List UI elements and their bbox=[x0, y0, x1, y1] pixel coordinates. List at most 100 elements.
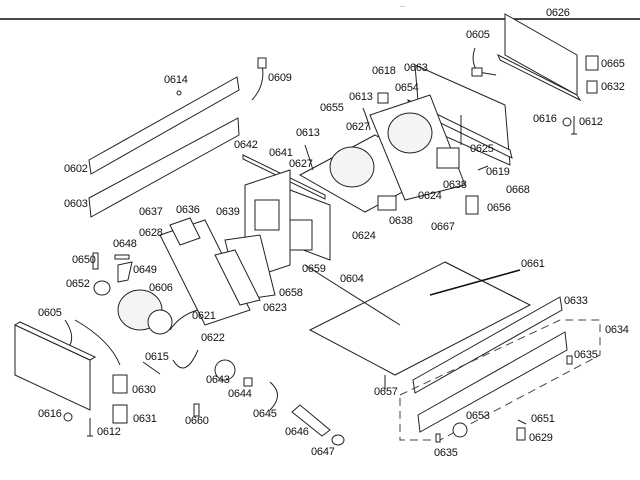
part-label-0643: 0643 bbox=[206, 374, 230, 386]
part-label-0606: 0606 bbox=[149, 282, 173, 294]
part-0648 bbox=[114, 254, 130, 260]
part-label-0612: 0612 bbox=[97, 426, 121, 438]
part-label-0630: 0630 bbox=[132, 384, 156, 396]
part-0615 bbox=[142, 361, 161, 375]
part-label-0616: 0616 bbox=[38, 408, 62, 420]
part-label-0661: 0661 bbox=[521, 258, 545, 270]
part-label-0622: 0622 bbox=[201, 332, 225, 344]
relay-0659 bbox=[289, 219, 313, 251]
part-label-0616: 0616 bbox=[533, 113, 557, 125]
part-label-0604: 0604 bbox=[340, 273, 364, 285]
header-caption: ... bbox=[400, 3, 406, 9]
part-label-0665: 0665 bbox=[601, 58, 625, 70]
part-0646 bbox=[291, 404, 331, 437]
part-label-0652: 0652 bbox=[66, 278, 90, 290]
rear-panel-right bbox=[471, 13, 582, 102]
part-label-0638: 0638 bbox=[389, 215, 413, 227]
tray-0604 bbox=[304, 261, 532, 376]
part-label-0625: 0625 bbox=[470, 143, 494, 155]
tube-0613a bbox=[362, 107, 371, 131]
tube-0613b bbox=[304, 144, 314, 171]
part-label-0650: 0650 bbox=[72, 254, 96, 266]
part-0660 bbox=[193, 403, 200, 417]
part-label-0624: 0624 bbox=[418, 190, 442, 202]
part-label-0627: 0627 bbox=[289, 158, 313, 170]
part-label-0619: 0619 bbox=[486, 166, 510, 178]
part-label-0635: 0635 bbox=[574, 349, 598, 361]
part-label-0623: 0623 bbox=[263, 302, 287, 314]
part-label-0614: 0614 bbox=[164, 74, 188, 86]
part-label-0668: 0668 bbox=[506, 184, 530, 196]
rail-0603 bbox=[88, 117, 240, 218]
part-0643 bbox=[214, 359, 236, 381]
part-label-0613: 0613 bbox=[349, 91, 373, 103]
power-cord-0609 bbox=[251, 57, 267, 101]
part-0622 bbox=[172, 349, 199, 369]
part-label-0658: 0658 bbox=[279, 287, 303, 299]
part-label-0663: 0663 bbox=[404, 62, 428, 74]
screw-0612-top bbox=[571, 116, 577, 135]
clip-0635-bottom bbox=[435, 433, 441, 443]
rail-0602 bbox=[88, 76, 240, 175]
part-label-0641: 0641 bbox=[269, 147, 293, 159]
part-label-0629: 0629 bbox=[529, 432, 553, 444]
small-plate-0632 bbox=[586, 80, 598, 94]
part-label-0659: 0659 bbox=[302, 263, 326, 275]
part-0629 bbox=[516, 427, 526, 441]
screw-0612-bottom bbox=[87, 418, 93, 437]
part-label-0648: 0648 bbox=[113, 238, 137, 250]
compressor-0655 bbox=[329, 146, 375, 188]
part-label-0646: 0646 bbox=[285, 426, 309, 438]
part-label-0642: 0642 bbox=[234, 139, 258, 151]
part-label-0618: 0618 bbox=[372, 65, 396, 77]
part-label-0656: 0656 bbox=[487, 202, 511, 214]
plate-0636 bbox=[169, 217, 201, 246]
part-label-0612: 0612 bbox=[579, 116, 603, 128]
part-label-0645: 0645 bbox=[253, 408, 277, 420]
part-label-0628: 0628 bbox=[139, 227, 163, 239]
pcb-0623 bbox=[214, 249, 261, 306]
part-label-0603: 0603 bbox=[64, 198, 88, 210]
rail-0661 bbox=[429, 269, 521, 296]
clip-0635-right bbox=[566, 355, 573, 365]
transformer-0639 bbox=[254, 199, 280, 231]
part-label-0609: 0609 bbox=[268, 72, 292, 84]
part-label-0657: 0657 bbox=[374, 386, 398, 398]
part-label-0631: 0631 bbox=[133, 413, 157, 425]
part-label-0627: 0627 bbox=[346, 121, 370, 133]
screw-0614 bbox=[176, 90, 182, 96]
nut-0616-bottom bbox=[63, 412, 73, 422]
part-0653 bbox=[452, 422, 468, 438]
part-label-0653: 0653 bbox=[466, 410, 490, 422]
part-label-0654: 0654 bbox=[395, 82, 419, 94]
part-0652 bbox=[93, 280, 111, 296]
kit-outline-0634 bbox=[399, 319, 601, 441]
part-label-0605: 0605 bbox=[466, 29, 490, 41]
part-label-0602: 0602 bbox=[64, 163, 88, 175]
side-panel-left bbox=[13, 319, 121, 411]
part-label-0636: 0636 bbox=[176, 204, 200, 216]
part-0644 bbox=[243, 377, 253, 387]
grille-front bbox=[417, 331, 568, 433]
part-label-0638: 0638 bbox=[443, 179, 467, 191]
part-label-0637: 0637 bbox=[139, 206, 163, 218]
nut-0616-top bbox=[562, 117, 572, 127]
screw-0619 bbox=[477, 165, 489, 171]
part-0651 bbox=[517, 419, 527, 425]
part-label-0639: 0639 bbox=[216, 206, 240, 218]
capacitor-0656 bbox=[465, 195, 479, 215]
part-label-0633: 0633 bbox=[564, 295, 588, 307]
part-0667 bbox=[377, 195, 397, 211]
relay-0618 bbox=[377, 92, 389, 104]
part-label-0621: 0621 bbox=[192, 310, 216, 322]
part-label-0624: 0624 bbox=[352, 230, 376, 242]
part-label-0644: 0644 bbox=[228, 388, 252, 400]
compressor-0654 bbox=[387, 112, 433, 154]
part-0621 bbox=[169, 309, 199, 331]
part-label-0632: 0632 bbox=[601, 81, 625, 93]
cap-box-0668 bbox=[436, 147, 460, 169]
bracket-0630 bbox=[112, 374, 128, 394]
part-label-0605: 0605 bbox=[38, 307, 62, 319]
